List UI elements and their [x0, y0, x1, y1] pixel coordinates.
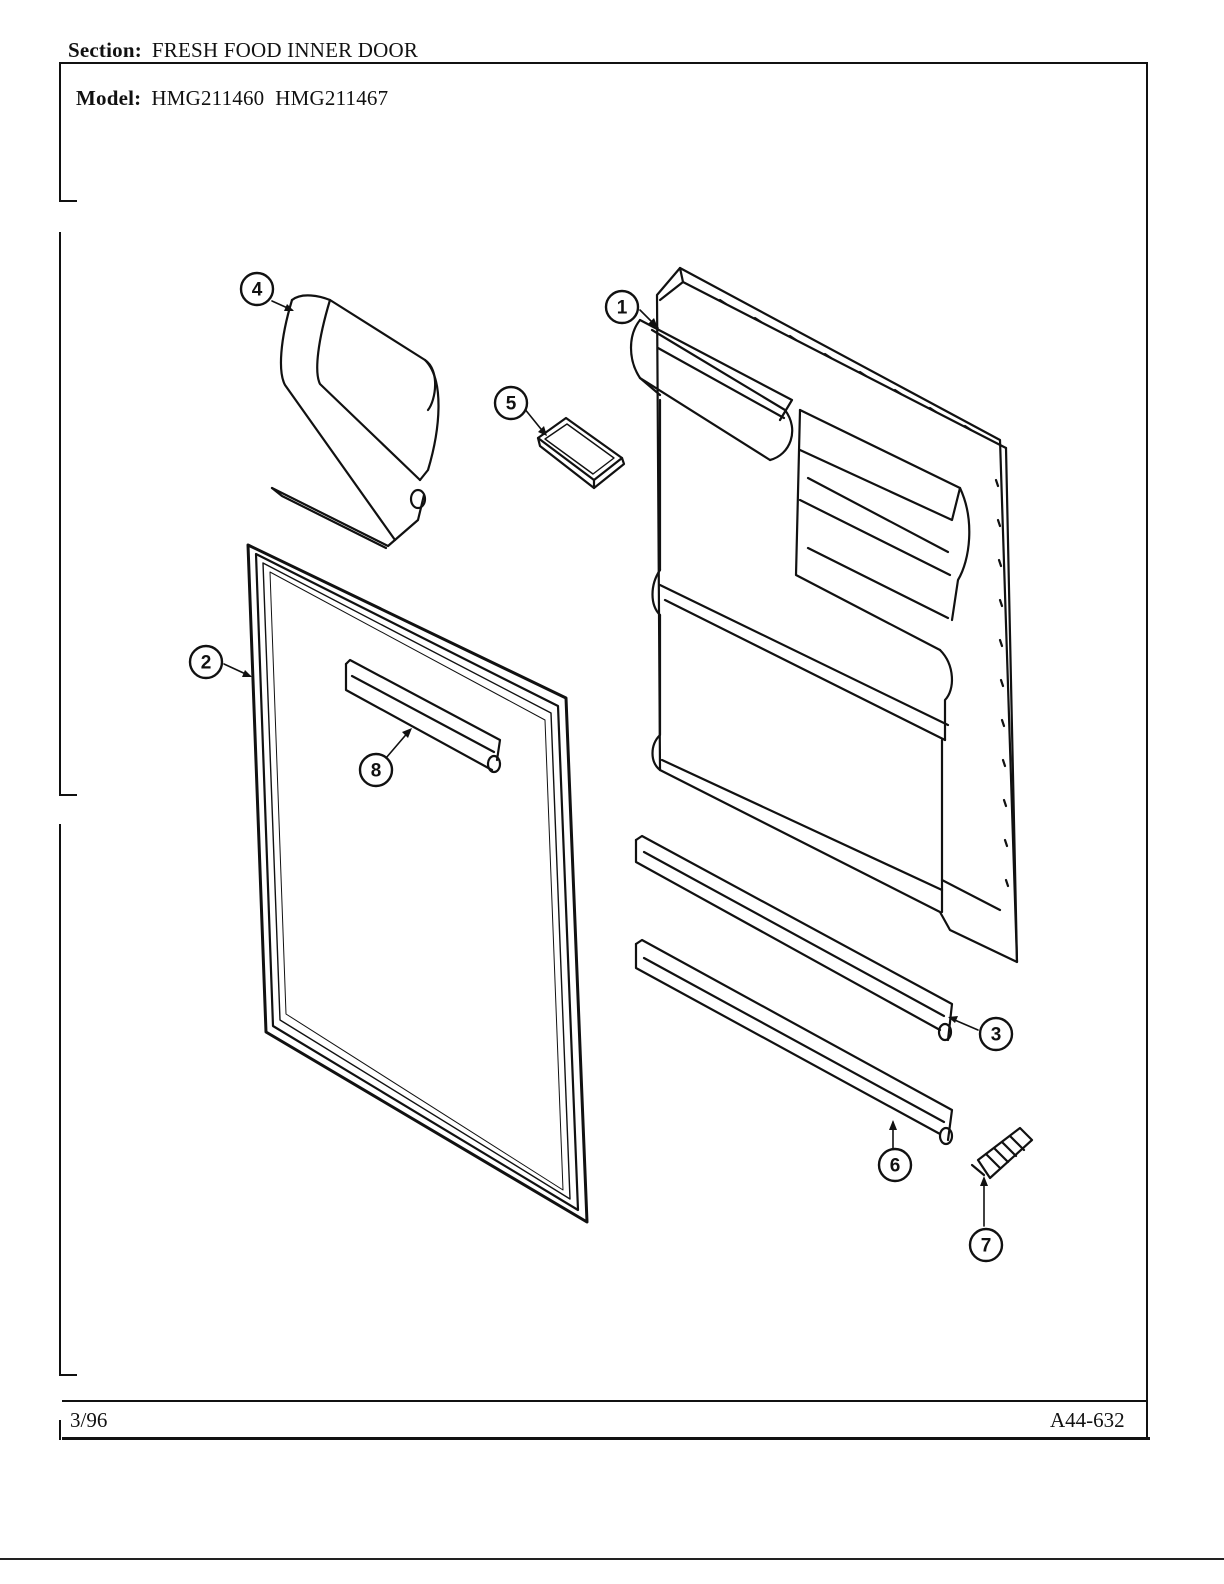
breaker-strip-lower[interactable] [634, 938, 954, 1146]
mounting-clip[interactable] [970, 1126, 1034, 1180]
model-heading: Model: HMG211460 HMG211467 [76, 86, 388, 111]
callout-3: 3 [978, 1016, 1014, 1052]
callout-7: 7 [968, 1227, 1004, 1263]
dairy-door[interactable] [270, 294, 440, 550]
svg-text:6: 6 [890, 1156, 901, 1177]
utility-tray[interactable] [536, 416, 626, 490]
svg-text:2: 2 [201, 653, 212, 674]
bottom-rule [62, 1400, 1148, 1402]
svg-text:5: 5 [506, 394, 517, 415]
frame-left-segment [59, 62, 61, 202]
footer-date: 3/96 [70, 1408, 108, 1432]
svg-text:1: 1 [617, 298, 628, 319]
callout-5: 5 [493, 385, 529, 421]
callout-1: 1 [604, 289, 640, 325]
svg-text:4: 4 [252, 280, 263, 301]
drawing-frame [60, 62, 1148, 1440]
frame-tick [59, 200, 77, 202]
svg-text:3: 3 [991, 1025, 1002, 1046]
callout-8: 8 [358, 752, 394, 788]
frame-tick [59, 1374, 77, 1376]
callout-2: 2 [188, 644, 224, 680]
section-label: Section: [68, 38, 142, 62]
section-heading: Section: FRESH FOOD INNER DOOR [68, 38, 418, 63]
breaker-strip-middle[interactable] [634, 834, 954, 1042]
breaker-strip-upper[interactable] [344, 658, 502, 774]
model-label: Model: [76, 86, 142, 110]
bottom-rule [62, 1437, 1150, 1440]
callout-6: 6 [877, 1147, 913, 1183]
model-value: HMG211460 HMG211467 [151, 86, 389, 110]
frame-left-segment [59, 232, 61, 796]
callout-4: 4 [239, 271, 275, 307]
svg-text:7: 7 [981, 1236, 992, 1257]
page-rule [0, 1558, 1224, 1560]
section-value: FRESH FOOD INNER DOOR [151, 38, 419, 62]
inner-door-liner[interactable] [630, 266, 1019, 964]
frame-left-segment [59, 824, 61, 1376]
frame-tick [59, 794, 77, 796]
door-gasket[interactable] [246, 543, 589, 1224]
frame-left-segment [59, 1420, 61, 1440]
svg-text:8: 8 [371, 761, 382, 782]
footer-code: A44-632 [1050, 1408, 1125, 1432]
